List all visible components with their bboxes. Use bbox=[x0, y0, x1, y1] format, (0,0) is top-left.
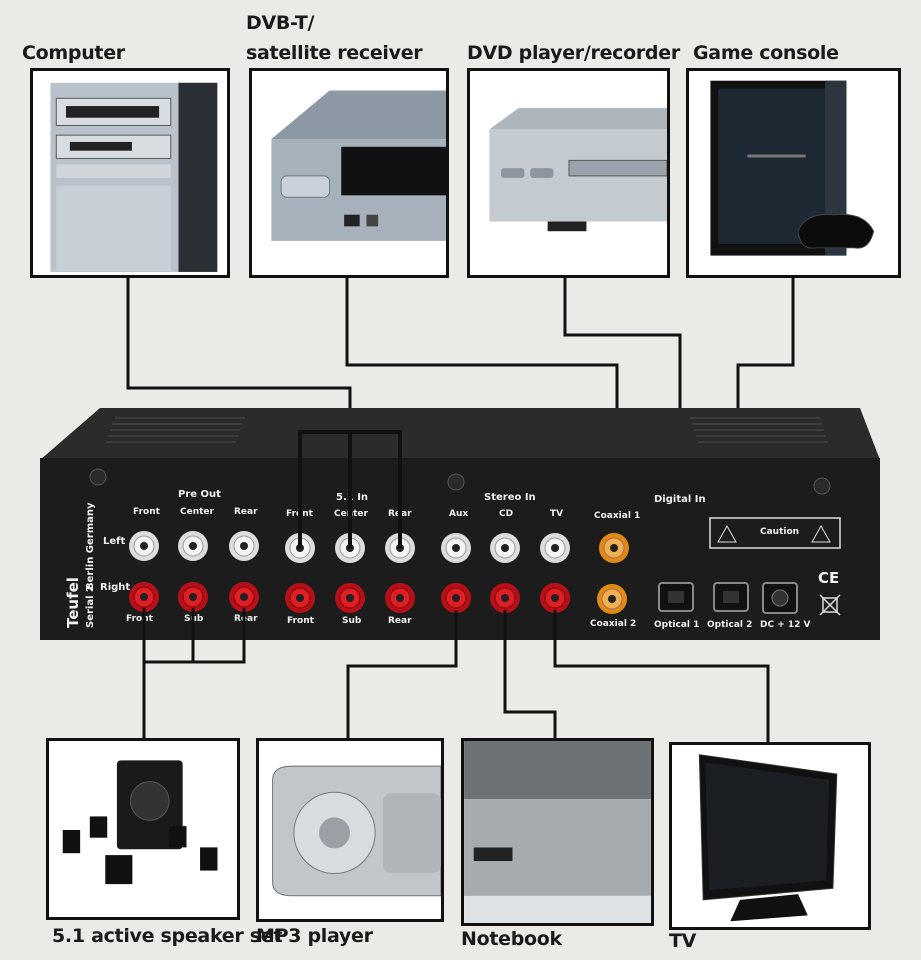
stereo-in-label: Stereo In bbox=[484, 492, 536, 503]
receiver-icon bbox=[271, 90, 446, 241]
console-image bbox=[686, 68, 901, 278]
model-text: Serial 2 bbox=[85, 585, 96, 628]
jack-top-rear: Rear bbox=[234, 507, 258, 517]
notebook-line bbox=[503, 610, 557, 738]
optical-ports bbox=[658, 582, 798, 614]
in-51-label: 5.1 In bbox=[336, 492, 368, 503]
jacks-bottom-row bbox=[129, 582, 627, 614]
ce-mark: CE bbox=[818, 569, 839, 587]
computer-icon bbox=[50, 82, 218, 272]
tv-label: TV bbox=[669, 930, 697, 952]
receiver-image bbox=[249, 68, 449, 278]
receiver-label-line1: DVB-T/ bbox=[246, 12, 315, 34]
digital-in-label: Digital In bbox=[654, 494, 706, 505]
panel-top bbox=[40, 408, 880, 460]
jack-bottom-front2: Front bbox=[287, 616, 315, 626]
console-label: Game console bbox=[693, 42, 839, 64]
jack-bottom-sub2: Sub bbox=[342, 616, 362, 626]
tv-image bbox=[669, 742, 871, 930]
game-console-icon bbox=[710, 80, 875, 256]
mp3-image bbox=[256, 738, 444, 922]
notebook-icon bbox=[464, 741, 651, 923]
speakers-label: 5.1 active speaker set bbox=[52, 925, 283, 947]
tv-line bbox=[553, 610, 770, 742]
dvd-label: DVD player/recorder bbox=[467, 42, 680, 64]
tv-icon bbox=[698, 754, 838, 922]
jack-top-tv: TV bbox=[550, 509, 563, 519]
mp3-player-icon bbox=[272, 765, 441, 897]
row-right-label: Right bbox=[100, 582, 130, 593]
computer-image bbox=[30, 68, 230, 278]
receiver-label-line2: satellite receiver bbox=[246, 42, 423, 64]
pre-out-label: Pre Out bbox=[178, 489, 221, 500]
mp3-line bbox=[346, 610, 458, 738]
notebook-image bbox=[461, 738, 654, 926]
origin-text: Berlin Germany bbox=[85, 502, 96, 590]
computer-label: Computer bbox=[22, 42, 125, 64]
notebook-label: Notebook bbox=[461, 928, 562, 950]
jack-top-cd: CD bbox=[499, 509, 513, 519]
jack-bottom-rear2: Rear bbox=[388, 616, 412, 626]
speakers-line bbox=[142, 608, 246, 738]
jack-bottom-coaxial2: Coaxial 2 bbox=[590, 619, 636, 629]
dvd-player-icon bbox=[489, 107, 667, 232]
caution-title: Caution bbox=[760, 527, 799, 537]
jack-bottom-power: DC + 12 V bbox=[760, 620, 811, 630]
mp3-label: MP3 player bbox=[256, 925, 373, 947]
caution-box bbox=[709, 517, 841, 549]
output-lines bbox=[142, 608, 770, 742]
speaker-set-icon bbox=[62, 760, 218, 885]
split-51-in-line bbox=[298, 430, 402, 548]
jack-bottom-rear: Rear bbox=[234, 614, 258, 624]
jack-top-aux: Aux bbox=[449, 509, 468, 519]
brand-text: Teufel bbox=[64, 577, 82, 628]
jack-top-center: Center bbox=[180, 507, 215, 517]
weee-icon bbox=[819, 594, 841, 616]
jack-bottom-optical2: Optical 2 bbox=[707, 620, 752, 630]
jack-bottom-front: Front bbox=[126, 614, 154, 624]
jack-top-coaxial1: Coaxial 1 bbox=[594, 511, 640, 521]
jack-bottom-optical1: Optical 1 bbox=[654, 620, 699, 630]
dvd-image bbox=[467, 68, 670, 278]
jack-top-front: Front bbox=[133, 507, 161, 517]
row-left-label: Left bbox=[103, 536, 126, 547]
speakers-image bbox=[46, 738, 240, 920]
audio-receiver-panel: Teufel Serial 2 Berlin Germany Left Righ… bbox=[40, 408, 880, 640]
